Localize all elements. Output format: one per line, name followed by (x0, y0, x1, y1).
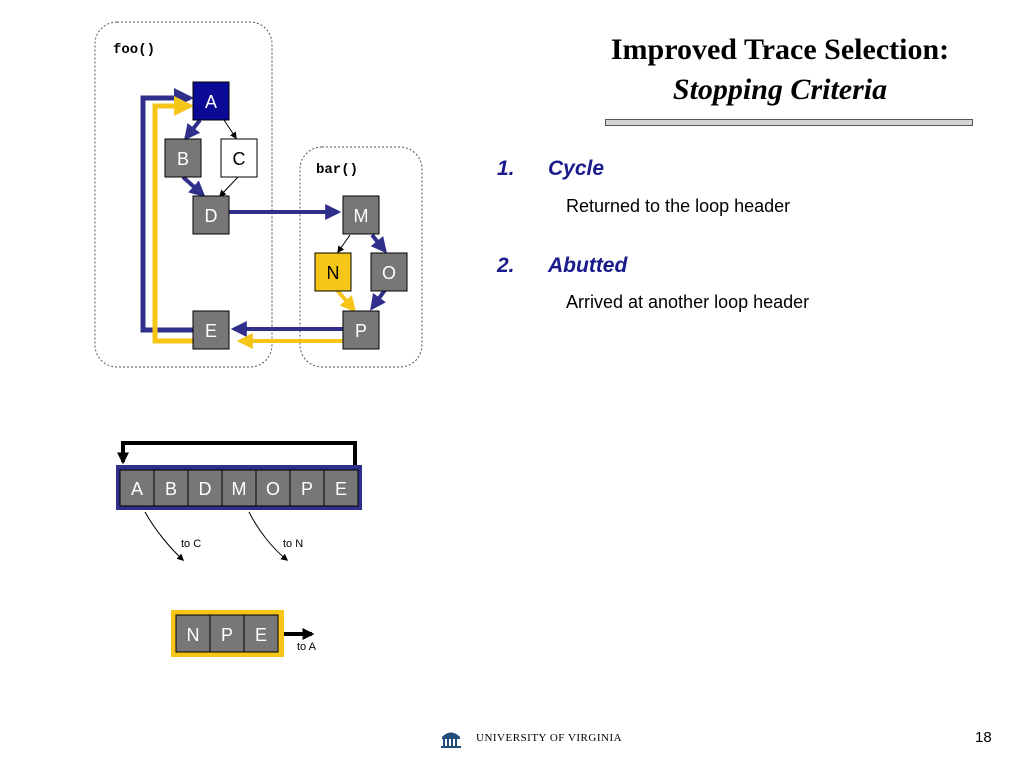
page-number: 18 (975, 729, 992, 746)
svg-text:B: B (165, 479, 177, 499)
svg-text:D: D (199, 479, 212, 499)
back-edge-yellow (152, 96, 205, 344)
criterion-1-number: 1. (497, 157, 515, 180)
edge-c-d (219, 176, 239, 198)
edge-m-o (370, 233, 388, 254)
svg-text:D: D (205, 206, 218, 226)
node-n: N (314, 252, 352, 292)
back-edge-blue (140, 88, 194, 333)
criterion-1-heading: Cycle (548, 157, 605, 180)
svg-text:C: C (233, 149, 246, 169)
criterion-2-description: Arrived at another loop header (566, 292, 810, 312)
foo-region (94, 21, 273, 368)
edge-a-b (184, 118, 202, 141)
trace1-cells: A B D M O P E (119, 469, 359, 507)
svg-text:P: P (221, 625, 233, 645)
svg-text:A: A (131, 479, 143, 499)
edge-m-n (337, 234, 351, 254)
bar-region (299, 146, 423, 368)
exit-to-c-label: to C (181, 538, 201, 550)
title-line-1: Improved Trace Selection: (610, 33, 950, 66)
svg-text:P: P (301, 479, 313, 499)
svg-text:E: E (205, 321, 217, 341)
node-d: D (192, 195, 230, 235)
svg-text:M: M (354, 206, 369, 226)
trace2-cells: N P E (175, 614, 279, 653)
exit-to-n-label: to N (283, 538, 303, 550)
exit-to-c-arrow (144, 511, 185, 561)
node-p: P (342, 310, 380, 350)
title-line-2: Stopping Criteria (672, 73, 888, 106)
node-m: M (342, 195, 380, 235)
edge-b-d (181, 175, 206, 198)
edge-o-p (370, 288, 387, 311)
node-e: E (192, 310, 230, 350)
svg-text:N: N (327, 263, 340, 283)
rotunda-icon (441, 732, 461, 748)
trace1-cycle-arrow (117, 441, 357, 468)
edge-a-c (223, 119, 237, 140)
foo-label: foo() (113, 42, 155, 58)
criterion-1-description: Returned to the loop header (566, 196, 791, 216)
svg-text:E: E (255, 625, 267, 645)
svg-text:N: N (187, 625, 200, 645)
node-c: C (220, 138, 258, 178)
slide-title: Improved Trace Selection: Stopping Crite… (560, 30, 1000, 110)
svg-text:M: M (232, 479, 247, 499)
node-b: B (164, 138, 202, 178)
criterion-2-heading: Abutted (548, 254, 628, 277)
exit-to-n-arrow (248, 511, 289, 561)
svg-text:B: B (177, 149, 189, 169)
logo-text: University of Virginia (476, 732, 623, 744)
title-underline-bar (605, 119, 973, 126)
svg-text:E: E (335, 479, 347, 499)
node-a: A (192, 81, 230, 121)
exit-to-a-label: to A (297, 641, 317, 653)
criterion-2-number: 2. (497, 254, 515, 277)
edge-n-p (335, 288, 357, 313)
svg-text:A: A (205, 92, 217, 112)
svg-text:O: O (266, 479, 280, 499)
node-o: O (370, 252, 408, 292)
bar-label: bar() (316, 162, 358, 178)
university-logo: University of Virginia (440, 728, 622, 748)
svg-text:P: P (355, 321, 367, 341)
svg-text:O: O (382, 263, 396, 283)
